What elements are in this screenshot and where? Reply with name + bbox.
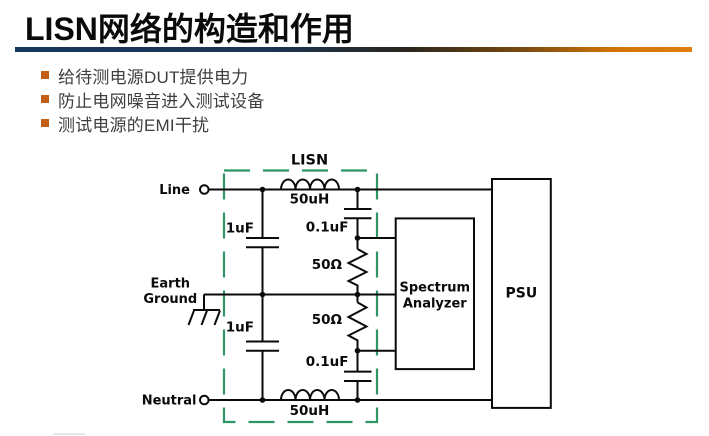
psu-label: PSU xyxy=(506,286,538,302)
neutral-terminal-label: Neutral xyxy=(142,394,197,409)
inductor-top-label: 50uH xyxy=(290,191,330,207)
bullet-text: 防止电网噪音进入测试设备 xyxy=(58,92,265,111)
psu-box xyxy=(491,178,552,409)
cap-01uf-top-label: 0.1uF xyxy=(306,220,349,236)
line-terminal-circle xyxy=(199,184,210,195)
resistor-bottom-label: 50Ω xyxy=(312,312,343,328)
bullet-square-icon xyxy=(40,71,49,79)
cap-01uf-bottom-label: 0.1uF xyxy=(306,354,349,370)
title-divider-rule xyxy=(15,47,692,53)
footer-mark xyxy=(53,433,85,435)
bullet-text: 测试电源的EMI干扰 xyxy=(58,115,210,135)
resistor-top-label: 50Ω xyxy=(312,257,343,273)
cap-1uf-top-label: 1uF xyxy=(226,220,254,236)
bullet-square-icon xyxy=(40,95,49,103)
earth-ground-label-line1: Earth xyxy=(151,277,191,292)
spectrum-analyzer-box xyxy=(394,217,476,371)
inductor-bottom-label: 50uH xyxy=(290,403,330,419)
line-terminal-label: Line xyxy=(159,183,190,198)
earth-ground-label-line2: Ground xyxy=(143,292,197,307)
circuit-wires xyxy=(187,178,492,401)
spectrum-analyzer-label-line1: Spectrum xyxy=(399,280,470,295)
cap-1uf-bottom-label: 1uF xyxy=(226,320,254,336)
neutral-terminal-circle xyxy=(199,394,210,406)
bullet-text: 给待测电源DUT提供电力 xyxy=(58,68,249,87)
lisn-dashed-boundary xyxy=(222,169,379,424)
lisn-label: LISN xyxy=(291,153,328,169)
spectrum-analyzer-label-line2: Analyzer xyxy=(403,296,467,311)
bullet-square-icon xyxy=(40,118,49,127)
slide-title: LISN网络的构造和作用 xyxy=(25,11,354,47)
junction-dots xyxy=(259,186,361,403)
